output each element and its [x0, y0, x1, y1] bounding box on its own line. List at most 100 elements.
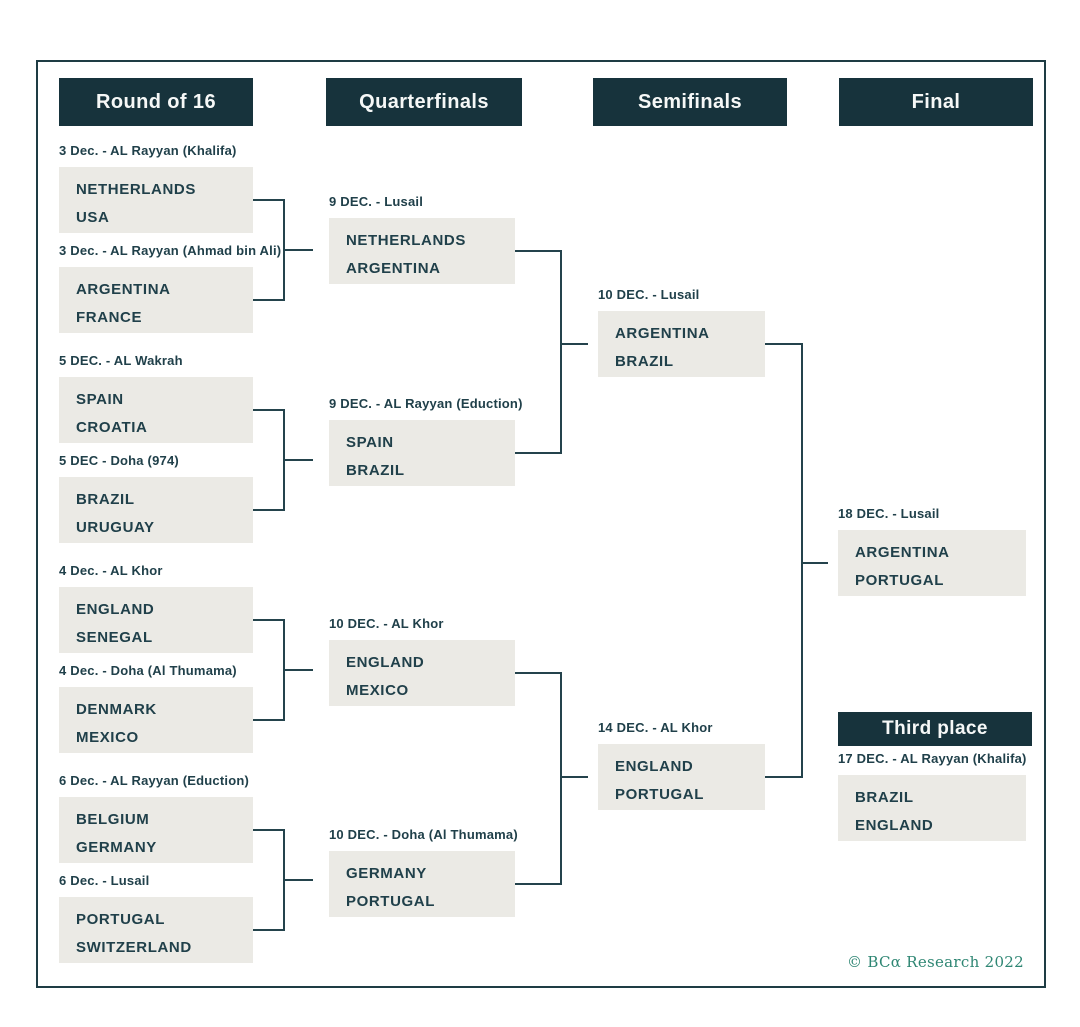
team-name-away: CROATIA — [76, 419, 148, 436]
connector-line — [253, 299, 285, 301]
match-date-venue: 5 DEC. - AL Wakrah — [59, 353, 183, 368]
match-date-venue: 6 Dec. - AL Rayyan (Eduction) — [59, 773, 250, 788]
connector-line — [801, 343, 803, 778]
match-box: GERMANY PORTUGAL — [329, 851, 515, 917]
connector-line — [253, 199, 285, 201]
team-name-away: MEXICO — [346, 682, 409, 699]
column-header-final: Final — [839, 78, 1033, 126]
connector-line — [253, 929, 285, 931]
team-name-away: PORTUGAL — [346, 893, 435, 910]
match-box: ARGENTINA BRAZIL — [598, 311, 765, 377]
connector-line — [515, 250, 562, 252]
match-date-venue: 14 DEC. - AL Khor — [598, 720, 713, 735]
match-box: ARGENTINA FRANCE — [59, 267, 253, 333]
connector-line — [562, 343, 588, 345]
match: 6 Dec. - Lusail PORTUGAL SWITZERLAND — [59, 873, 253, 963]
team-name-away: FRANCE — [76, 309, 143, 326]
team-name-home: ENGLAND — [76, 601, 155, 618]
match-box: BRAZIL ENGLAND — [838, 775, 1026, 841]
team-name-home: SPAIN — [76, 391, 124, 408]
column-header-quarterfinals: Quarterfinals — [326, 78, 522, 126]
team-name-home: NETHERLANDS — [76, 181, 196, 198]
match: 5 DEC - Doha (974) BRAZIL URUGUAY — [59, 453, 253, 543]
connector-line — [253, 509, 285, 511]
match: 10 DEC. - Doha (Al Thumama) GERMANY PORT… — [329, 827, 518, 917]
team-name-home: ENGLAND — [615, 758, 694, 775]
team-name-away: GERMANY — [76, 839, 157, 856]
team-name-home: BELGIUM — [76, 811, 150, 828]
match-date-venue: 5 DEC - Doha (974) — [59, 453, 179, 468]
match: 4 Dec. - Doha (Al Thumama) DENMARK MEXIC… — [59, 663, 253, 753]
match: 6 Dec. - AL Rayyan (Eduction) BELGIUM GE… — [59, 773, 253, 863]
team-name-away: PORTUGAL — [615, 786, 704, 803]
team-name-away: SWITZERLAND — [76, 939, 192, 956]
connector-line — [515, 452, 562, 454]
match-box: ARGENTINA PORTUGAL — [838, 530, 1026, 596]
match-box: SPAIN CROATIA — [59, 377, 253, 443]
match-box: BRAZIL URUGUAY — [59, 477, 253, 543]
team-name-home: DENMARK — [76, 701, 157, 718]
connector-line — [253, 409, 285, 411]
connector-line — [283, 829, 285, 931]
match-box: ENGLAND SENEGAL — [59, 587, 253, 653]
team-name-away: SENEGAL — [76, 629, 153, 646]
connector-line — [253, 829, 285, 831]
team-name-home: NETHERLANDS — [346, 232, 466, 249]
connector-line — [283, 409, 285, 511]
connector-line — [515, 883, 562, 885]
column-header-round-of-16: Round of 16 — [59, 78, 253, 126]
match-date-venue: 10 DEC. - Lusail — [598, 287, 700, 302]
match: 4 Dec. - AL Khor ENGLAND SENEGAL — [59, 563, 253, 653]
match-date-venue: 10 DEC. - AL Khor — [329, 616, 444, 631]
match-box: PORTUGAL SWITZERLAND — [59, 897, 253, 963]
team-name-home: PORTUGAL — [76, 911, 165, 928]
match-date-venue: 10 DEC. - Doha (Al Thumama) — [329, 827, 518, 842]
connector-line — [285, 249, 313, 251]
match: 14 DEC. - AL Khor ENGLAND PORTUGAL — [598, 720, 765, 810]
match-date-venue: 9 DEC. - Lusail — [329, 194, 424, 209]
match-date-venue: 3 Dec. - AL Rayyan (Khalifa) — [59, 143, 237, 158]
match: 5 DEC. - AL Wakrah SPAIN CROATIA — [59, 353, 253, 443]
connector-line — [560, 250, 562, 454]
connector-line — [562, 776, 588, 778]
match-date-venue: 17 DEC. - AL Rayyan (Khalifa) — [838, 751, 1027, 766]
match: 17 DEC. - AL Rayyan (Khalifa) BRAZIL ENG… — [838, 751, 1027, 841]
match: 3 Dec. - AL Rayyan (Khalifa) NETHERLANDS… — [59, 143, 253, 233]
connector-line — [285, 459, 313, 461]
team-name-away: URUGUAY — [76, 519, 155, 536]
match: 9 DEC. - Lusail NETHERLANDS ARGENTINA — [329, 194, 515, 284]
team-name-away: ARGENTINA — [346, 260, 441, 277]
team-name-home: ARGENTINA — [615, 325, 710, 342]
match-box: DENMARK MEXICO — [59, 687, 253, 753]
team-name-home: BRAZIL — [76, 491, 135, 508]
connector-line — [285, 669, 313, 671]
match-box: NETHERLANDS ARGENTINA — [329, 218, 515, 284]
team-name-home: ARGENTINA — [76, 281, 171, 298]
match-date-venue: 18 DEC. - Lusail — [838, 506, 940, 521]
team-name-home: BRAZIL — [855, 789, 914, 806]
match-box: ENGLAND MEXICO — [329, 640, 515, 706]
third-place-header: Third place — [838, 712, 1032, 746]
connector-line — [515, 672, 562, 674]
match-date-venue: 4 Dec. - AL Khor — [59, 563, 163, 578]
match-box: SPAIN BRAZIL — [329, 420, 515, 486]
team-name-away: MEXICO — [76, 729, 139, 746]
column-header-semifinals: Semifinals — [593, 78, 787, 126]
team-name-away: BRAZIL — [346, 462, 405, 479]
connector-line — [253, 619, 285, 621]
match: 10 DEC. - Lusail ARGENTINA BRAZIL — [598, 287, 765, 377]
connector-line — [560, 672, 562, 885]
match-box: ENGLAND PORTUGAL — [598, 744, 765, 810]
connector-line — [283, 199, 285, 301]
team-name-away: BRAZIL — [615, 353, 674, 370]
match: 3 Dec. - AL Rayyan (Ahmad bin Ali) ARGEN… — [59, 243, 281, 333]
match-date-venue: 4 Dec. - Doha (Al Thumama) — [59, 663, 237, 678]
match-box: BELGIUM GERMANY — [59, 797, 253, 863]
team-name-away: PORTUGAL — [855, 572, 944, 589]
team-name-home: GERMANY — [346, 865, 427, 882]
match-date-venue: 9 DEC. - AL Rayyan (Eduction) — [329, 396, 523, 411]
team-name-away: USA — [76, 209, 110, 226]
match: 18 DEC. - Lusail ARGENTINA PORTUGAL — [838, 506, 1026, 596]
connector-line — [765, 776, 803, 778]
connector-line — [765, 343, 803, 345]
